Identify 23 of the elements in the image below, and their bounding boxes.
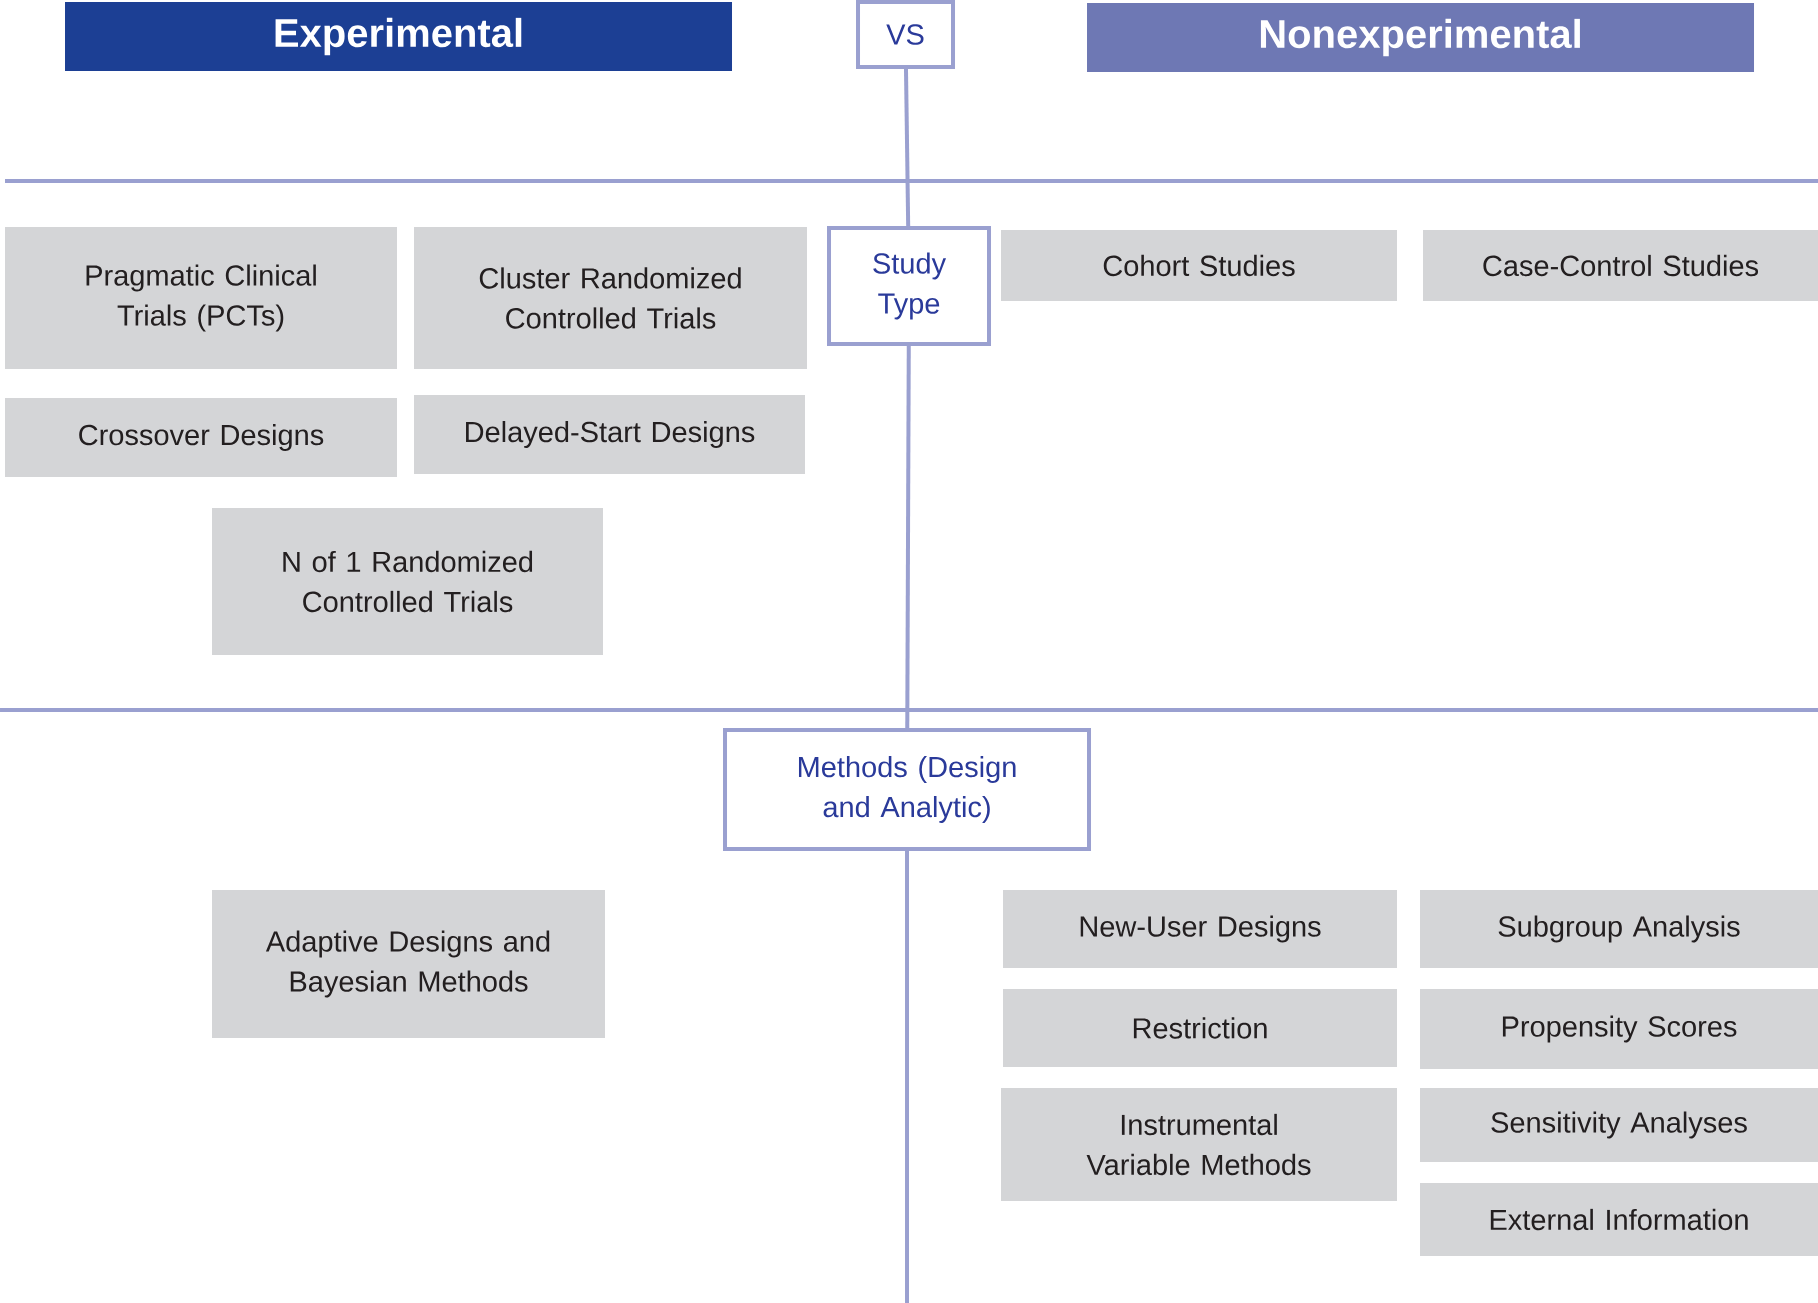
study-box: Pragmatic Clinical Trials (PCTs) [5, 227, 397, 369]
study-box: Instrumental Variable Methods [1001, 1088, 1397, 1201]
connector-line [904, 68, 911, 227]
study-box: Propensity Scores [1420, 989, 1818, 1069]
connector-line [905, 346, 911, 728]
connector-line [905, 851, 909, 1303]
study-box: Crossover Designs [5, 398, 397, 477]
study-box: Cluster Randomized Controlled Trials [414, 227, 807, 369]
study-box: Delayed-Start Designs [414, 395, 805, 474]
study-box: Subgroup Analysis [1420, 890, 1818, 968]
category-box: Study Type [827, 226, 991, 346]
study-box: New-User Designs [1003, 890, 1397, 968]
category-box: Methods (Design and Analytic) [723, 728, 1091, 851]
study-box: Case-Control Studies [1423, 230, 1818, 301]
category-box: VS [856, 0, 955, 69]
study-box: N of 1 Randomized Controlled Trials [212, 508, 603, 655]
header-bar: Nonexperimental [1087, 3, 1754, 72]
study-box: Adaptive Designs and Bayesian Methods [212, 890, 605, 1038]
study-box: Sensitivity Analyses [1420, 1088, 1818, 1162]
study-box: Restriction [1003, 989, 1397, 1067]
study-box: External Information [1420, 1183, 1818, 1256]
header-bar: Experimental [65, 2, 732, 71]
study-box: Cohort Studies [1001, 230, 1397, 301]
